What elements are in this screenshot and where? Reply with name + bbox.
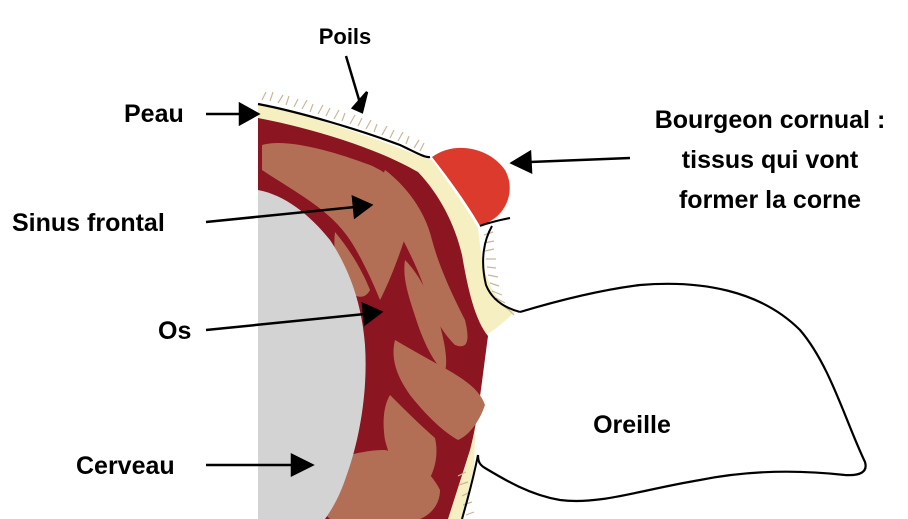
label-peau: Peau [124,100,184,128]
label-poils: Poils [319,24,372,49]
label-cerveau: Cerveau [76,452,175,480]
label-oreille: Oreille [593,411,671,439]
label-sinus-frontal: Sinus frontal [12,209,165,237]
label-bourgeon-line1: Bourgeon cornual : [655,106,886,134]
label-os: Os [158,317,191,345]
ear [478,284,866,501]
label-bourgeon-line2: tissus qui vont [682,146,859,174]
label-bourgeon-line3: former la corne [679,186,861,214]
